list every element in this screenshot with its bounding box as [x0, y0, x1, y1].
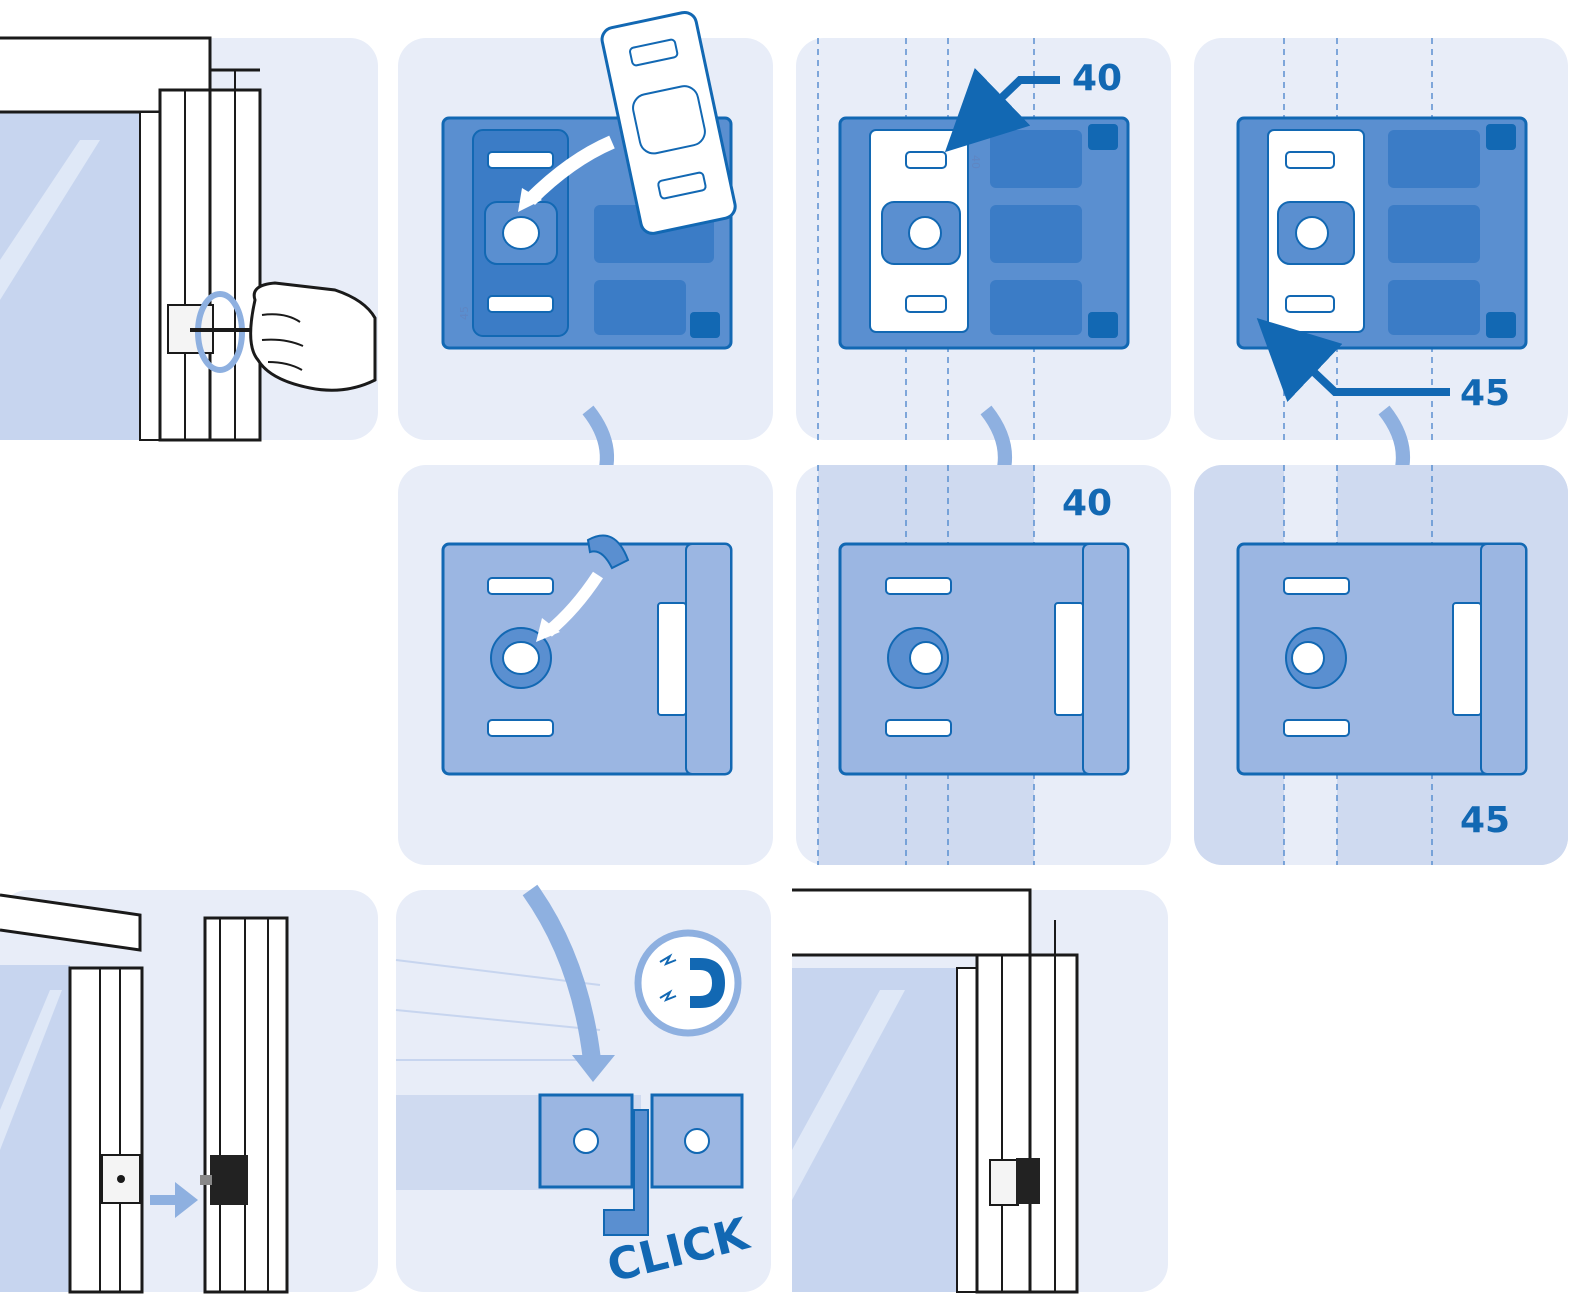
magnet-icon [634, 929, 742, 1037]
step-5-panel [398, 465, 773, 865]
step-6-panel: 40 [796, 465, 1171, 865]
step-1-panel [0, 36, 378, 442]
setting-40-label: 40 [1072, 58, 1122, 99]
placement-arrow-icon [525, 135, 615, 205]
step-9-panel: CLICK [395, 884, 771, 1293]
cam-washer-icon [586, 534, 630, 570]
step-7-panel: 45 [1194, 465, 1568, 865]
plate-mark-40: 40 [969, 155, 982, 169]
template-card-icon [600, 10, 737, 235]
result-45-label: 45 [1460, 800, 1510, 841]
door-lock-icon [200, 1155, 248, 1205]
result-40-label: 40 [1062, 483, 1112, 524]
step-2-panel: 45 [398, 10, 773, 440]
step-3-panel: 40 40 [796, 38, 1171, 440]
setting-45-label: 45 [1460, 373, 1510, 414]
step-4-panel: 45 [1194, 38, 1568, 440]
plate-mark-45: 45 [458, 306, 471, 320]
step-10-panel [792, 888, 1168, 1294]
step-8-panel [0, 890, 378, 1294]
allen-key-hand-icon [190, 281, 377, 392]
